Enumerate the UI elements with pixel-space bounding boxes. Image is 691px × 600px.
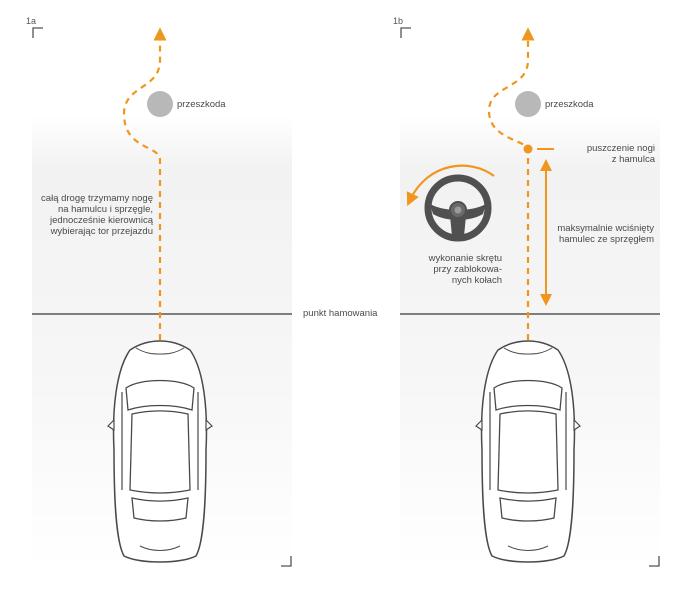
path-b: [487, 27, 535, 340]
path-a: [122, 27, 167, 340]
corner-mark-top-left-a: [32, 27, 43, 38]
panel-id-b: 1b: [393, 16, 404, 26]
turn-line: przy zablokowa-: [433, 264, 502, 275]
pressed-label: maksymalnie wciśnięty hamulec ze sprzęgł…: [548, 223, 654, 245]
corner-mark-bottom-right-a: [281, 556, 292, 567]
corner-mark-bottom-right-b: [649, 556, 660, 567]
release-line: puszczenie nogi: [586, 143, 655, 154]
car-b: [475, 340, 581, 563]
instruction-line: wybierając tor przejazdu: [50, 226, 153, 237]
braking-point-label: punkt hamowania: [303, 308, 378, 319]
pressed-line: maksymalnie wciśnięty: [557, 223, 654, 234]
instruction-text-a: całą drogę trzymamy nogę na hamulcu i sp…: [33, 193, 153, 237]
car-a: [107, 340, 213, 563]
instruction-line: całą drogę trzymamy nogę: [41, 193, 153, 204]
panel-id-a: 1a: [26, 16, 37, 26]
obstacle-label-a: przeszkoda: [177, 99, 226, 110]
release-label: puszczenie nogi z hamulca: [555, 143, 655, 165]
pressed-line: hamulec ze sprzęgłem: [558, 234, 654, 245]
instruction-line: jednocześnie kierownicą: [50, 215, 153, 226]
turn-label: wykonanie skrętu przy zablokowa- nych ko…: [396, 253, 502, 286]
obstacle-a: [147, 91, 173, 117]
turn-line: wykonanie skrętu: [428, 253, 502, 264]
corner-mark-top-left-b: [400, 27, 411, 38]
turn-line: nych kołach: [451, 275, 502, 286]
instruction-line: na hamulcu i sprzęgle,: [57, 204, 153, 215]
release-point: [523, 144, 533, 154]
release-line: z hamulca: [611, 154, 655, 165]
obstacle-b: [515, 91, 541, 117]
obstacle-label-b: przeszkoda: [545, 99, 594, 110]
steering-wheel-icon: [424, 174, 492, 242]
turn-arrow: [406, 164, 495, 206]
